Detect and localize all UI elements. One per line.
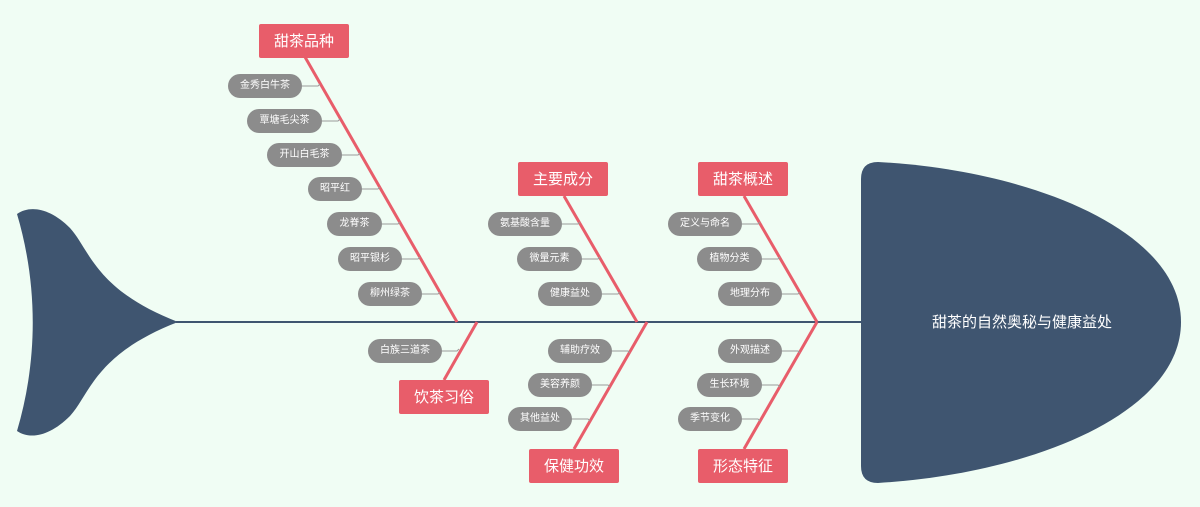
- fish-head[interactable]: [861, 162, 1181, 483]
- leaf-health-benefits[interactable]: 健康益处: [538, 282, 602, 306]
- branches: [303, 56, 819, 450]
- diagram-title[interactable]: 甜茶的自然奥秘与健康益处: [931, 313, 1112, 331]
- connectors: [302, 83, 801, 422]
- category-health-effects[interactable]: 保健功效: [529, 449, 619, 483]
- branch-line-customs: [442, 321, 479, 381]
- leaf-zhaoping-red[interactable]: 昭平红: [308, 177, 362, 201]
- leaf-bai-three-course-tea[interactable]: 白族三道茶: [368, 339, 442, 363]
- leaf-other-benefits[interactable]: 其他益处: [508, 407, 572, 431]
- leaf-kaishan-baimao-tea[interactable]: 开山白毛茶: [267, 143, 342, 167]
- leaf-amino-acid-content[interactable]: 氨基酸含量: [488, 212, 562, 236]
- fish-tail: [17, 209, 178, 436]
- branch-line-components: [562, 195, 639, 323]
- branch-line-morphology: [742, 321, 819, 450]
- leaf-qintang-maojian-tea[interactable]: 覃塘毛尖茶: [247, 109, 322, 133]
- leaf-definition-naming[interactable]: 定义与命名: [668, 212, 742, 236]
- leaf-seasonal-change[interactable]: 季节变化: [678, 407, 742, 431]
- leaf-auxiliary-therapy[interactable]: 辅助疗效: [548, 339, 612, 363]
- category-varieties[interactable]: 甜茶品种: [259, 24, 349, 58]
- leaf-beauty-care[interactable]: 美容养颜: [528, 373, 592, 397]
- leaf-growth-environment[interactable]: 生长环境: [697, 373, 762, 397]
- branch-line-varieties: [303, 56, 459, 323]
- leaf-plant-classification[interactable]: 植物分类: [697, 247, 762, 271]
- branch-line-overview: [742, 195, 819, 323]
- category-overview[interactable]: 甜茶概述: [698, 162, 788, 196]
- leaf-longji-tea[interactable]: 龙脊茶: [327, 212, 382, 236]
- category-drinking-customs[interactable]: 饮茶习俗: [399, 380, 489, 414]
- leaf-trace-elements[interactable]: 微量元素: [517, 247, 582, 271]
- leaf-jinxiu-white-cow-tea[interactable]: 金秀白牛茶: [228, 74, 302, 98]
- category-morphology[interactable]: 形态特征: [698, 449, 788, 483]
- branch-line-benefits: [572, 321, 649, 450]
- leaf-geographic-distribution[interactable]: 地理分布: [718, 282, 782, 306]
- leaf-liuzhou-green-tea[interactable]: 柳州绿茶: [358, 282, 422, 306]
- leaf-appearance[interactable]: 外观描述: [718, 339, 782, 363]
- category-main-components[interactable]: 主要成分: [518, 162, 608, 196]
- leaf-zhaoping-yinshan[interactable]: 昭平银杉: [338, 247, 402, 271]
